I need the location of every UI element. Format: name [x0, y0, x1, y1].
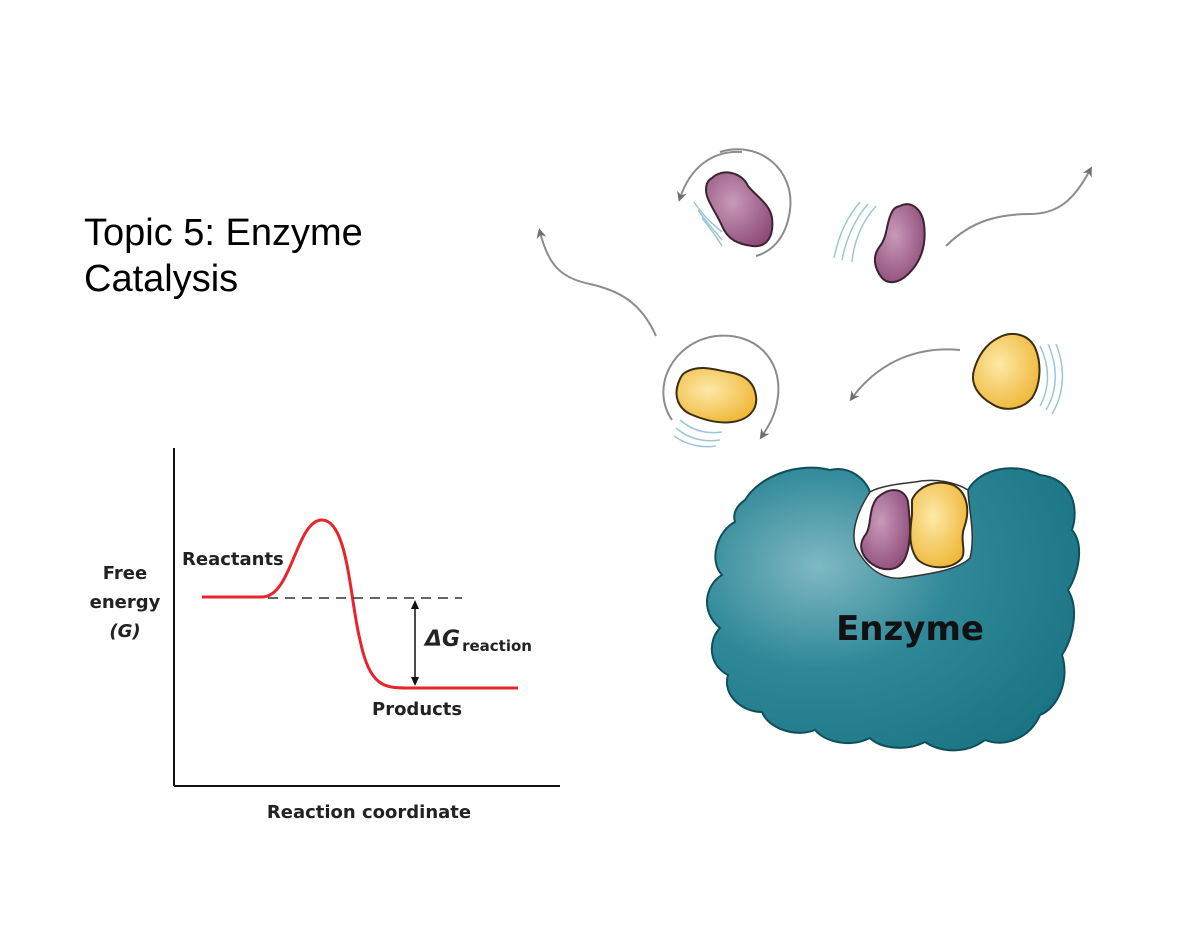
- x-axis-label: Reaction coordinate: [267, 802, 471, 823]
- exit-arrow-right: [945, 166, 1092, 247]
- free-yellow-substrate-1: [675, 366, 758, 424]
- free-yellow-substrate-2: [972, 333, 1041, 410]
- free-purple-substrate-2: [874, 203, 926, 284]
- motion-lines-yellow-2: [1039, 343, 1064, 415]
- rotation-arrow-purple: [719, 148, 792, 257]
- bound-purple-substrate: [860, 489, 911, 571]
- delta-g-subscript: reaction: [462, 637, 532, 655]
- delta-g-arrowhead-up: [411, 600, 419, 609]
- delta-g-symbol: ΔG: [423, 627, 460, 652]
- slide-title-line2: Catalysis: [84, 258, 239, 300]
- approach-arrow: [849, 348, 961, 402]
- rotation-arrow-yellow: [662, 334, 780, 440]
- enzyme-illustration: Enzyme: [536, 148, 1092, 752]
- y-axis-label-line3: (G): [109, 621, 140, 642]
- enzyme-label: Enzyme: [836, 609, 984, 649]
- reactants-label: Reactants: [182, 549, 284, 570]
- bound-yellow-substrate: [909, 481, 969, 569]
- slide-title: Topic 5: Enzyme Catalysis: [84, 210, 363, 302]
- motion-lines-purple-1: [693, 201, 723, 247]
- motion-lines-purple-2: [833, 201, 877, 263]
- motion-lines-yellow-1: [673, 419, 723, 448]
- exit-arrow-left: [536, 228, 657, 337]
- energy-curve: [202, 518, 518, 690]
- y-axis-label-line1: Free: [103, 563, 147, 584]
- y-axis-label-line2: energy: [90, 592, 161, 613]
- slide-title-line1: Topic 5: Enzyme: [84, 212, 363, 254]
- delta-g-arrowhead-down: [411, 677, 419, 686]
- energy-diagram: Reactants Products Free energy (G) React…: [90, 448, 560, 823]
- rotation-arrow-purple-tail: [677, 150, 743, 202]
- products-label: Products: [372, 699, 462, 720]
- free-purple-substrate-1: [704, 171, 774, 248]
